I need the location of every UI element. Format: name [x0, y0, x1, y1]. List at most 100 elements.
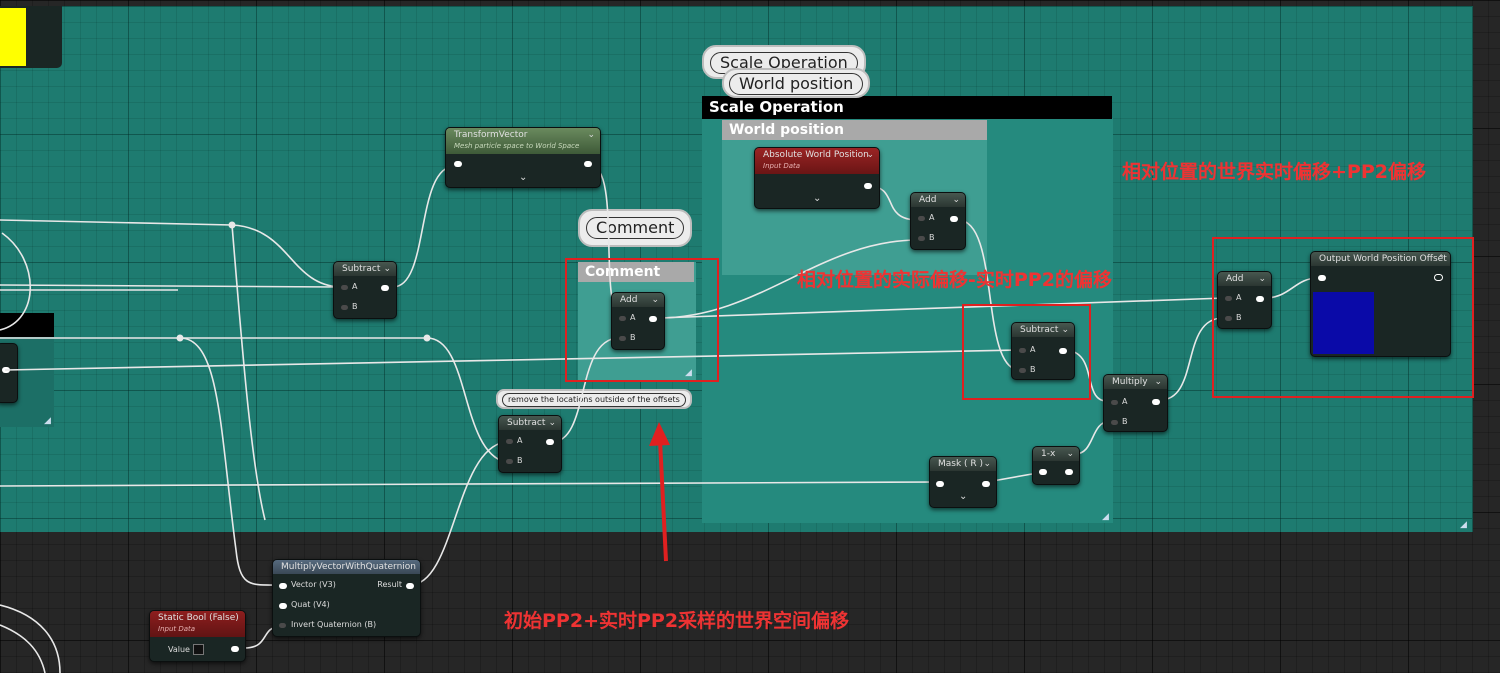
comment-bubble[interactable]: Comment [578, 209, 693, 247]
wire [392, 165, 456, 288]
resize-grip-icon[interactable]: ◢ [44, 416, 51, 426]
pin-b-label: B [1236, 313, 1242, 322]
chevron-down-icon[interactable]: ⌄ [1061, 325, 1069, 335]
pin-a-label: A [929, 213, 935, 222]
chevron-down-icon[interactable]: ⌄ [866, 150, 874, 160]
pin-a-label: A [1122, 397, 1128, 406]
mask-r-node[interactable]: Mask ( R )⌄ ⌄ [929, 456, 997, 508]
node-title: Static Bool (False) [158, 613, 239, 623]
pin-b-label: B [929, 233, 935, 242]
one-minus-x-node[interactable]: 1-x ⌄ [1032, 446, 1080, 485]
pin-a[interactable] [341, 285, 348, 290]
pin-b-label: B [517, 456, 523, 465]
output-pin[interactable] [864, 183, 872, 189]
expand-chevron-icon[interactable]: ⌄ [959, 491, 968, 502]
pin-b[interactable] [1019, 368, 1026, 373]
chevron-down-icon[interactable]: ⌄ [1154, 377, 1162, 387]
output-pin[interactable] [982, 481, 990, 487]
scale-operation-header[interactable]: Scale Operation [702, 96, 1112, 119]
input-pin[interactable] [454, 161, 462, 167]
chevron-down-icon[interactable]: ⌄ [587, 130, 595, 140]
chevron-down-icon[interactable]: ⌄ [383, 264, 391, 274]
output-pin-hollow[interactable] [1434, 274, 1443, 281]
yellow-swatch [0, 8, 26, 66]
wire-reroute-dot [228, 221, 236, 229]
output-pin[interactable] [649, 316, 657, 322]
output-pin[interactable] [1065, 469, 1073, 475]
pin-b[interactable] [1111, 420, 1118, 425]
annotation-top-right: 相对位置的世界实时偏移+PP2偏移 [1122, 161, 1426, 183]
color-preview-node[interactable] [0, 6, 62, 68]
chevron-down-icon[interactable]: ⌄ [952, 195, 960, 205]
pin-a[interactable] [506, 439, 513, 444]
node-title: Add [1226, 274, 1244, 284]
add-node-output[interactable]: Add⌄ A B [1217, 271, 1272, 329]
absolute-world-position-node[interactable]: Absolute World Position ⌄ Input Data ⌄ [754, 147, 880, 209]
node-subtitle: Input Data [158, 625, 196, 633]
chevron-down-icon[interactable]: ⌄ [983, 459, 991, 469]
world-position-bubble[interactable]: World position [722, 68, 871, 98]
resize-grip-icon[interactable]: ◢ [1102, 512, 1109, 522]
annotation-middle: 相对位置的实际偏移-实时PP2的偏移 [797, 269, 1112, 291]
pin-a[interactable] [1019, 348, 1026, 353]
remove-locations-note[interactable]: remove the locations outside of the offs… [496, 389, 692, 409]
node-title: Multiply [1112, 377, 1148, 387]
output-world-position-offset-node[interactable]: Output World Position Offset⌃ [1310, 251, 1451, 357]
transform-vector-node[interactable]: TransformVector ⌄ Mesh particle space to… [445, 127, 601, 188]
vector-pin[interactable] [279, 583, 287, 589]
output-pin[interactable] [231, 646, 239, 652]
input-pin[interactable] [936, 481, 944, 487]
input-pin[interactable] [1318, 275, 1326, 281]
wire [0, 624, 46, 673]
output-pin[interactable] [1152, 399, 1160, 405]
world-position-header[interactable]: World position [722, 120, 987, 140]
expand-chevron-icon[interactable]: ⌄ [519, 172, 528, 183]
output-pin[interactable] [1256, 296, 1264, 302]
small-comment-header[interactable]: Comment [578, 262, 694, 282]
chevron-down-icon[interactable]: ⌄ [1066, 449, 1074, 459]
multiply-node[interactable]: Multiply⌄ A B [1103, 374, 1168, 432]
resize-grip-icon[interactable]: ◢ [1460, 520, 1467, 530]
chevron-down-icon[interactable]: ⌄ [651, 295, 659, 305]
input-pin[interactable] [1039, 469, 1047, 475]
wire [0, 219, 341, 288]
result-pin[interactable] [406, 583, 414, 589]
node-title: 1-x [1041, 449, 1056, 459]
add-node-comment[interactable]: Add⌄ A B [611, 292, 665, 350]
multiply-vector-quaternion-node[interactable]: MultiplyVectorWithQuaternion Vector (V3)… [272, 559, 421, 637]
pin-b[interactable] [1225, 316, 1232, 321]
node-title: TransformVector [454, 130, 528, 140]
chevron-down-icon[interactable]: ⌄ [548, 418, 556, 428]
expand-chevron-icon[interactable]: ⌄ [813, 193, 822, 204]
offscreen-node[interactable] [0, 343, 18, 403]
output-pin[interactable] [546, 439, 554, 445]
node-title: Subtract [342, 264, 381, 274]
pin-b[interactable] [619, 336, 626, 341]
subtract-node-3[interactable]: Subtract⌄ A B [1011, 322, 1075, 380]
pin-a[interactable] [1225, 296, 1232, 301]
pin-a[interactable] [1111, 400, 1118, 405]
pin-a[interactable] [619, 316, 626, 321]
output-pin[interactable] [584, 161, 592, 167]
invert-pin[interactable] [279, 623, 286, 628]
pin-a[interactable] [918, 216, 925, 221]
pin-b[interactable] [918, 236, 925, 241]
output-pin[interactable] [381, 285, 389, 291]
subtract-node-1[interactable]: Subtract⌄ A B [333, 261, 397, 319]
chevron-down-icon[interactable]: ⌄ [1258, 274, 1266, 284]
chevron-up-icon[interactable]: ⌃ [1437, 254, 1445, 264]
pin-b[interactable] [341, 305, 348, 310]
resize-grip-icon[interactable]: ◢ [685, 368, 692, 378]
node-subtitle: Mesh particle space to World Space [454, 142, 580, 150]
value-checkbox[interactable] [193, 644, 204, 655]
output-pin[interactable] [1059, 348, 1067, 354]
output-pin[interactable] [950, 216, 958, 222]
add-node-scale[interactable]: Add⌄ A B [910, 192, 966, 250]
static-bool-node[interactable]: Static Bool (False) Input Data Value [149, 610, 246, 662]
quat-pin[interactable] [279, 603, 287, 609]
pin-a-label: A [630, 313, 636, 322]
subtract-node-2[interactable]: Subtract⌄ A B [498, 415, 562, 473]
pin-b[interactable] [506, 459, 513, 464]
pin-b-label: B [352, 302, 358, 311]
